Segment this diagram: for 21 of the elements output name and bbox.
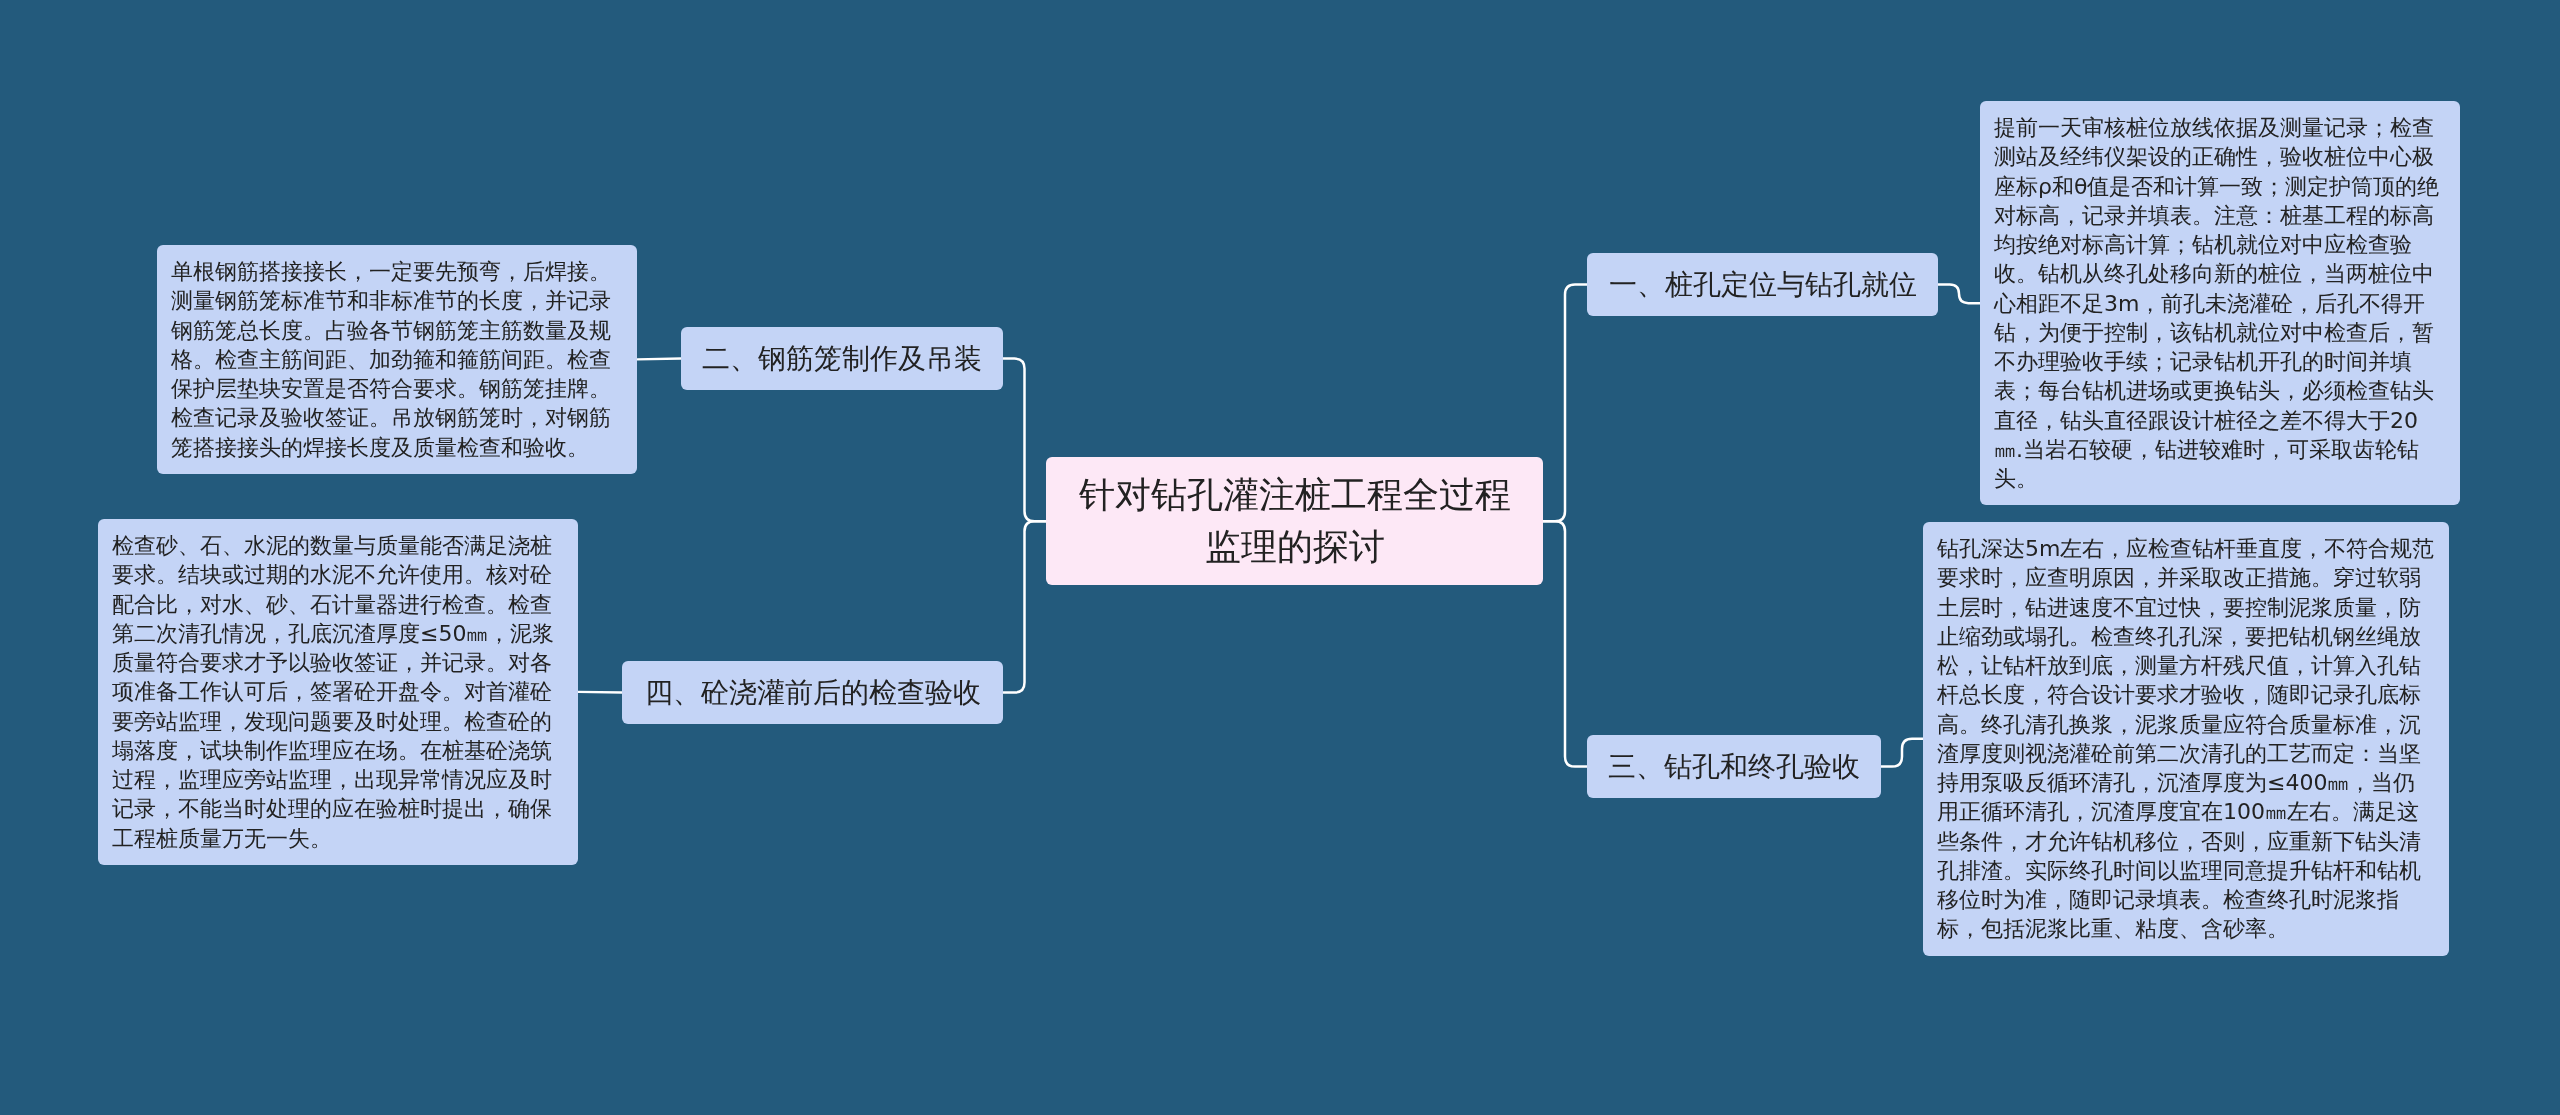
connector-line [578, 690, 622, 694]
topic-title: 针对钻孔灌注桩工程全过程监理的探讨 [1077, 473, 1512, 570]
branch-box [622, 661, 1003, 725]
connector-line [1938, 283, 1980, 305]
text-box [157, 245, 637, 474]
note-text: 钻孔深达5m左右，应检查钻杆垂直度，不符合规范要求时，应查明原因，并采取改正措施。穿过软弱土层时，钻进速度不宜过快，要控制泥浆质量，防止缩劲或塌孔。检查终孔孔深，要把钻机钢丝绳放松，让钻杆放到底，测量方杆残尺值，计算入孔钻杆总长度，符合设计要求才验收，随即记录孔底标高。终孔清孔换浆，泥浆质量应符合质量标准，沉渣厚度则视浇灌砼前第二次清孔的工艺而定：当坚持用泵吸反循环清孔，沉渣厚度为≤400㎜，当仍用正循环清孔，沉渣厚度宜在100㎜左右。满足这些条件，才允许钻机移位，否则，应重新下钻头清孔排渣。实际终孔时间以监理同意提升钻杆和钻机移位时为准，随即记录填表。检查终孔时泥浆指标，包括泥浆比重、粘度、含砂率。 [1937, 535, 2435, 944]
branch-label: 一、桩孔定位与钻孔就位 [1607, 267, 1918, 303]
branch-box [1587, 735, 1881, 799]
note-text: 单根钢筋搭接接长，一定要先预弯，后焊接。测量钢筋笼标准节和非标准节的长度，并记录钢筋笼总长度。占验各节钢筋笼主筋数量及规格。检查主筋间距、加劲箍和箍筋间距。检查保护层垫块安置是否符合要求。钢筋笼挂牌。检查记录及验收签证。吊放钢筋笼时，对钢筋笼搭接接头的焊接长度及质量检查和验收。 [171, 258, 612, 462]
branch-box [681, 327, 1003, 391]
connector-line [636, 357, 682, 361]
note-text: 提前一天审核桩位放线依据及测量记录；检查测站及经纬仪架设的正确性，验收桩位中心极座标ρ和θ值是否和计算一致；测定护筒顶的绝对标高，记录并填表。注意：桩基工程的标高均按绝对标高计算；钻机就位对中应检查验收。钻机从终孔处移向新的桩位，当两桩位中心相距不足3m，前孔未浇灌砼，后孔不得开钻，为便于控制，该钻机就位对中检查后，暂不办理验收手续；记录钻机开孔的时间并填表；每台钻机进场或更换钻头，必须检查钻头直径，钻头直径跟设计桩径之差不得大于20㎜.当岩石较硬，钻进较难时，可采取齿轮钻头。 [1994, 114, 2441, 493]
note-text: 检查砂、石、水泥的数量与质量能否满足浇桩要求。结块或过期的水泥不允许使用。核对砼配合比，对水、砂、石计量器进行检查。检查第二次清孔情况，孔底沉渣厚度≤50㎜，泥浆质量符合要求才予以验收签证，并记录。对各项准备工作认可后，签署砼开盘令。对首灌砼要旁站监理，发现问题要及时处理。检查砼的塌落度，试块制作监理应在场。在桩基砼浇筑过程，监理应旁站监理，出现异常情况应及时记录，不能当时处理的应在验桩时提出，确保工程桩质量万无一失。 [112, 532, 556, 853]
branch-label: 四、砼浇灌前后的检查验收 [643, 675, 982, 711]
topic-box [1046, 457, 1543, 586]
branch-label: 二、钢筋笼制作及吊装 [701, 341, 983, 377]
branch-label: 三、钻孔和终孔验收 [1607, 749, 1861, 785]
branch-box [1587, 253, 1938, 317]
connector-line [1881, 737, 1923, 768]
connector-line [1543, 519, 1587, 768]
connector-line [1003, 519, 1046, 694]
